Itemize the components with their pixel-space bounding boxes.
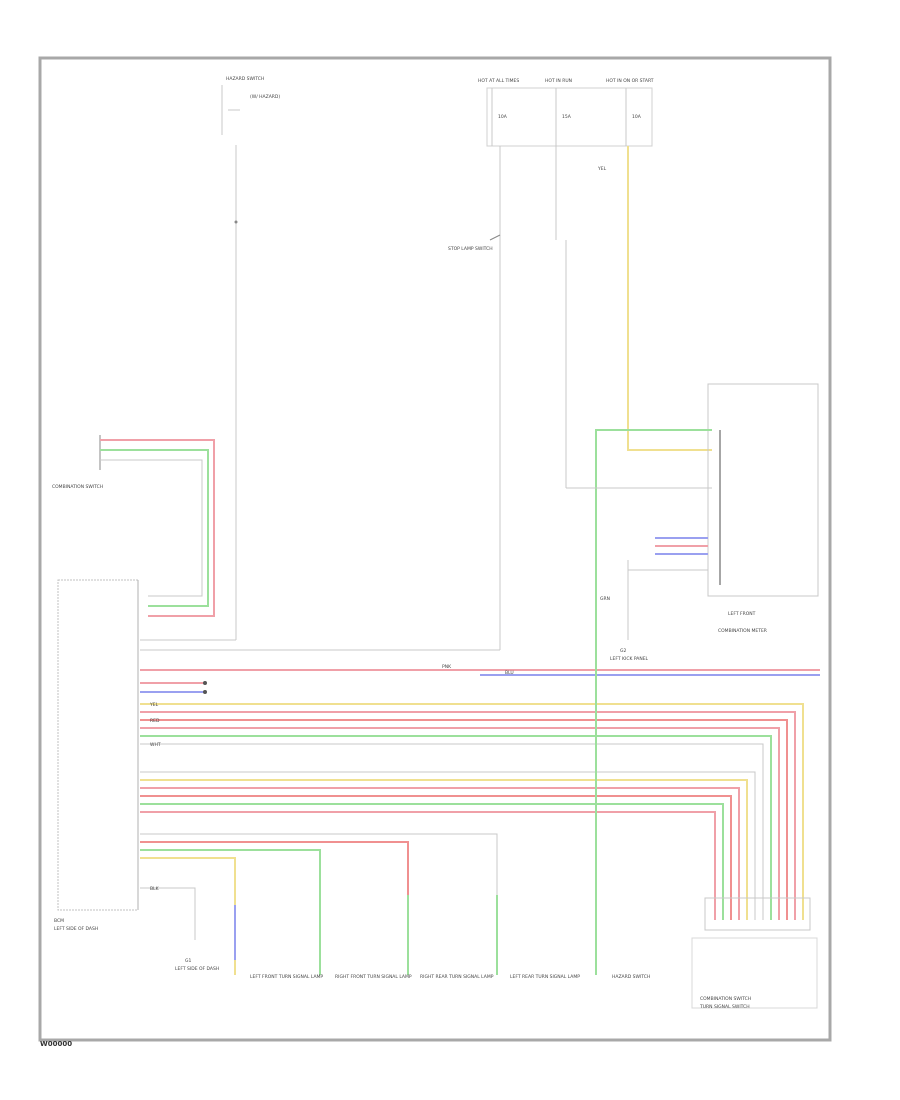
svg-text:G2: G2 [620,648,626,654]
ground-right: G2 LEFT KICK PANEL [610,648,649,662]
diagram-frame [38,56,832,1042]
tag-pnk: PNK [442,664,452,670]
main-module: BCM LEFT SIDE OF DASH [54,579,139,932]
fuse-1-label: HOT AT ALL TIMES [478,78,519,84]
stop-lamp-switch-label: STOP LAMP SWITCH [448,246,493,252]
fuse-block: HOT AT ALL TIMES HOT IN RUN HOT IN ON OR… [478,78,654,147]
main-module-label: BCM [54,918,64,924]
tag-yel: YEL [597,166,607,172]
main-module-sub: LEFT SIDE OF DASH [54,926,98,932]
fuse-2-label: HOT IN RUN [545,78,572,84]
svg-text:LEFT REAR TURN SIGNAL LAMP: LEFT REAR TURN SIGNAL LAMP [510,974,580,980]
combination-switch-connector: COMBINATION SWITCH TURN SIGNAL SWITCH [691,897,818,1010]
hazard-switch-sub: (W/ HAZARD) [250,94,280,100]
tag-wht: WHT [150,742,161,748]
fuse-1-rating: 10A [498,114,508,120]
tag-grn: GRN [600,596,610,602]
tag-red: RED [150,718,160,724]
svg-text:TURN SIGNAL SWITCH: TURN SIGNAL SWITCH [699,1004,750,1010]
fuse-3-label: HOT IN ON OR START [606,78,654,84]
svg-text:RIGHT FRONT TURN SIGNAL LAMP: RIGHT FRONT TURN SIGNAL LAMP [335,974,412,980]
ground-left: G1 LEFT SIDE OF DASH [175,958,219,972]
tag-blk: BLK [150,886,160,892]
tag-yel-2: YEL [149,702,159,708]
combination-meter-label: COMBINATION METER [718,628,767,634]
lamp-left-rear: LEFT REAR TURN SIGNAL LAMP [510,974,580,980]
lamp-right-rear: RIGHT REAR TURN SIGNAL LAMP [420,974,494,980]
svg-text:HAZARD SWITCH: HAZARD SWITCH [612,974,650,980]
fuse-3-rating: 10A [632,114,642,120]
svg-text:COMBINATION SWITCH: COMBINATION SWITCH [700,996,751,1002]
hazard-switch-label: HAZARD SWITCH [226,76,264,82]
svg-text:LEFT KICK PANEL: LEFT KICK PANEL [610,656,649,662]
stop-lamp-switch: STOP LAMP SWITCH [448,234,501,252]
combination-meter: COMBINATION METER LEFT FRONT [707,383,819,634]
diagram-id: W00000 [40,1040,72,1048]
fuse-2-rating: 15A [562,114,572,120]
combination-meter-sub: LEFT FRONT [728,611,756,617]
svg-text:G1: G1 [185,958,191,964]
svg-text:LEFT SIDE OF DASH: LEFT SIDE OF DASH [175,966,219,972]
tag-blu: BLU [505,670,514,676]
hazard-switch-bottom: HAZARD SWITCH [612,974,650,980]
lamp-right-front: RIGHT FRONT TURN SIGNAL LAMP [335,974,412,980]
hazard-switch-block: HAZARD SWITCH (W/ HAZARD) [221,76,280,135]
lamp-left-front: LEFT FRONT TURN SIGNAL LAMP [250,974,323,980]
svg-text:LEFT FRONT TURN SIGNAL LAMP: LEFT FRONT TURN SIGNAL LAMP [250,974,323,980]
combination-switch-block: COMBINATION SWITCH [52,435,103,490]
combination-switch-label: COMBINATION SWITCH [52,484,103,490]
svg-text:RIGHT REAR TURN SIGNAL LAMP: RIGHT REAR TURN SIGNAL LAMP [420,974,494,980]
